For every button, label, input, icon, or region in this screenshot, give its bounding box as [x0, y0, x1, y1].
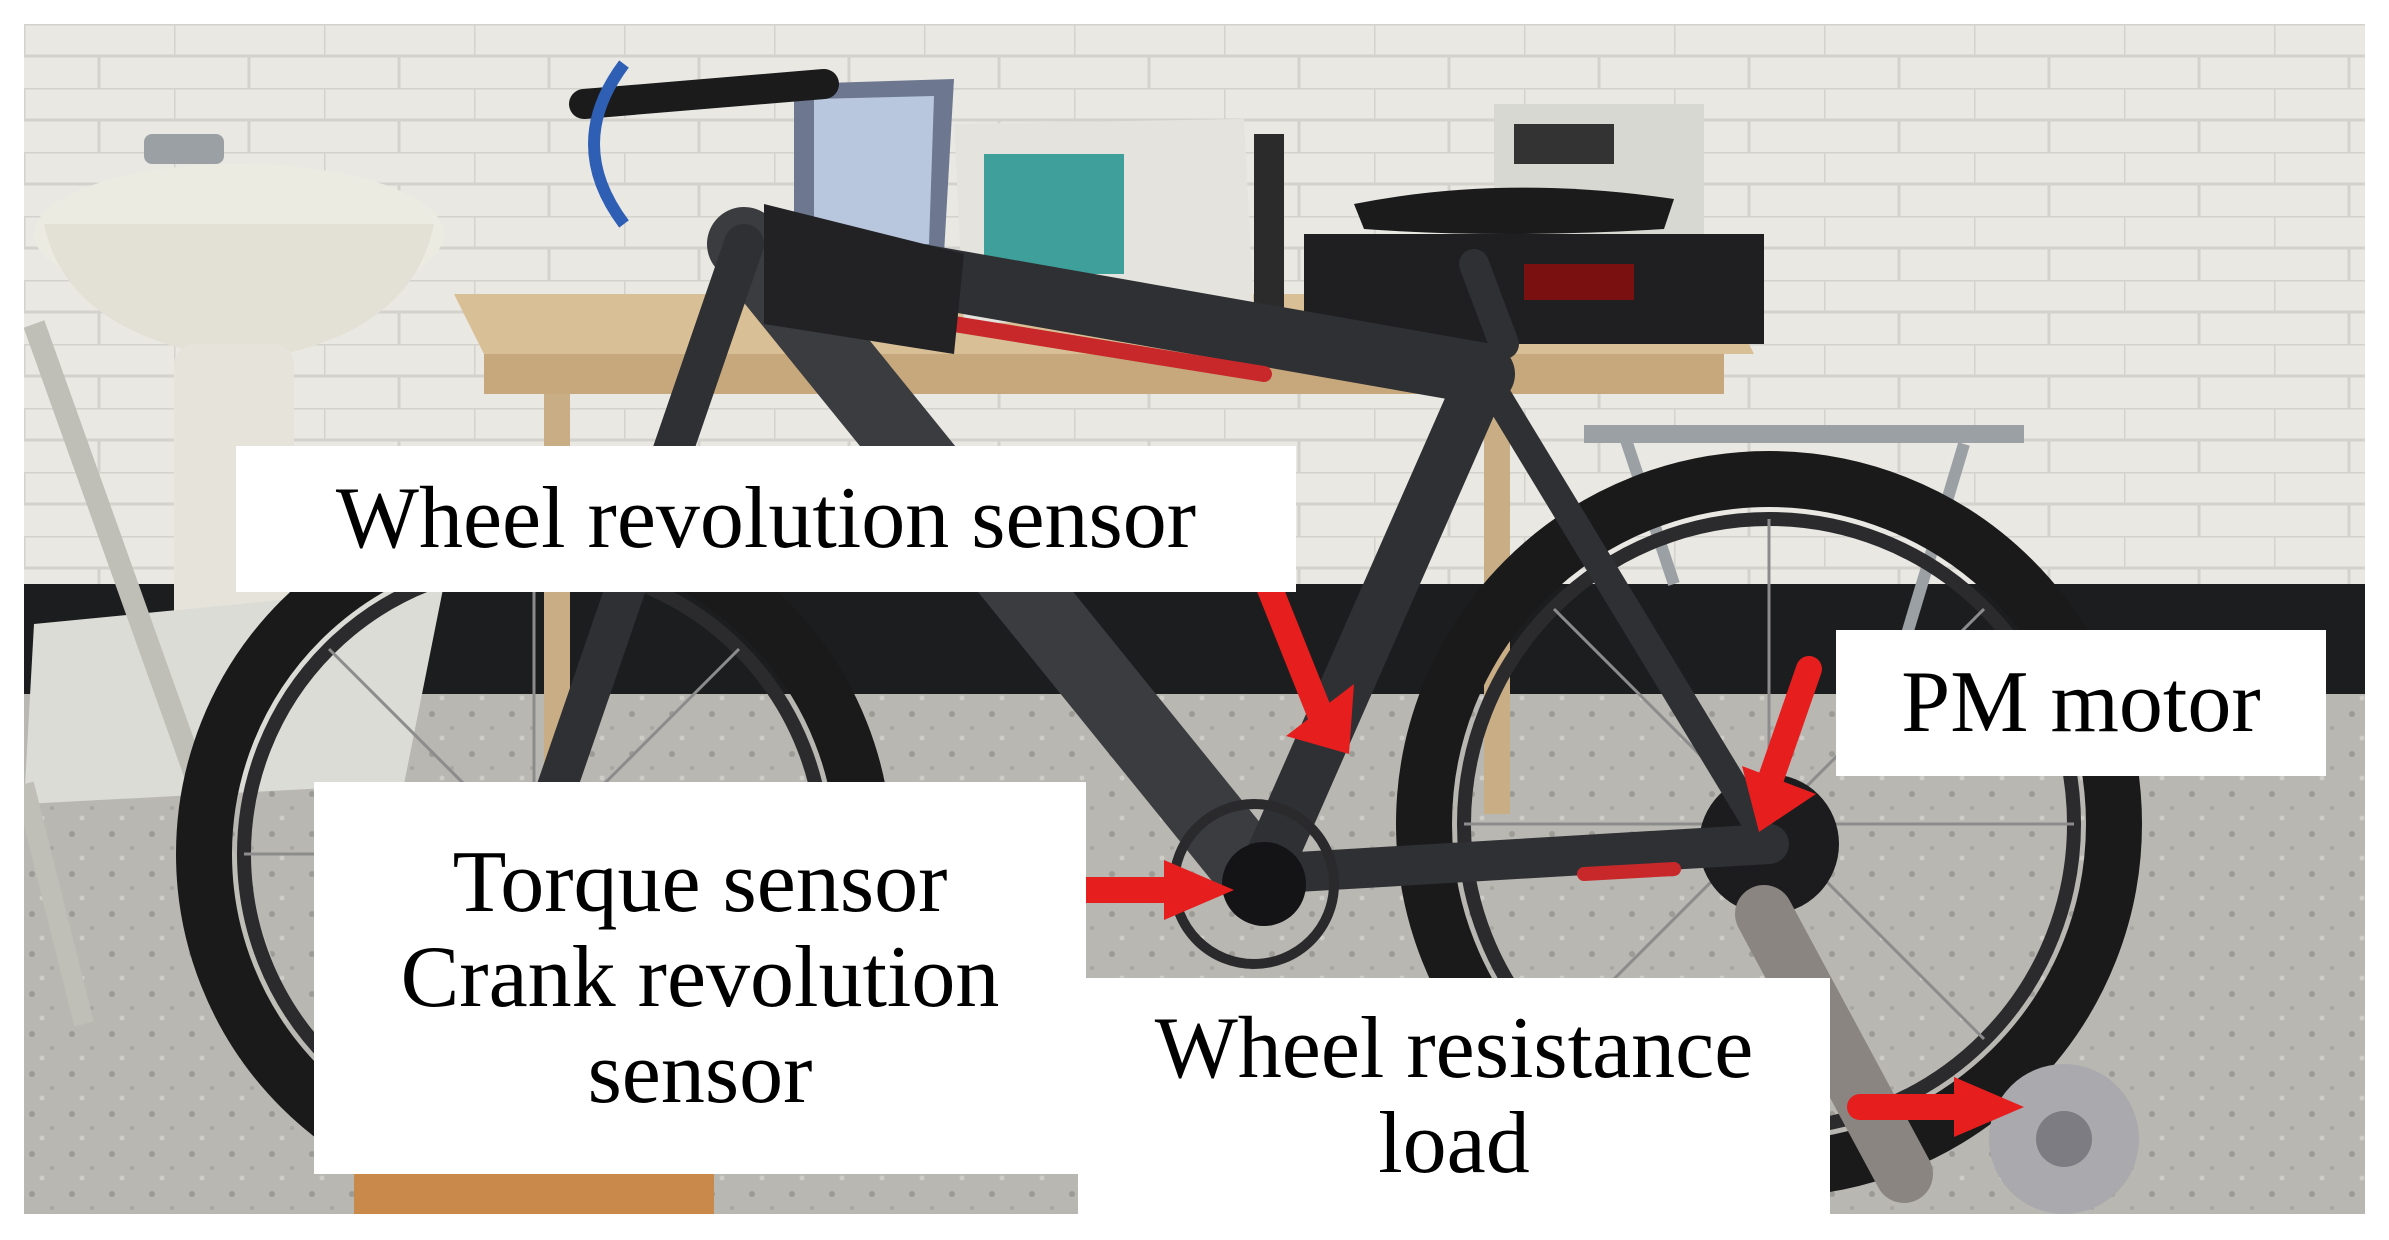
label-wheel-revolution-sensor: Wheel revolution sensor: [236, 446, 1296, 592]
frame-bag: [764, 204, 964, 354]
label-torque-sensor-text: Torque sensor: [452, 834, 948, 932]
arrow-wheel-resistance-load: [1847, 1077, 2024, 1137]
label-wheel-revolution-sensor-text: Wheel revolution sensor: [335, 470, 1197, 568]
crank-bottom-bracket: [1222, 842, 1306, 926]
arrow-pm-motor: [1742, 656, 1822, 832]
saddle: [1354, 187, 1674, 234]
label-wheel-resistance-load: Wheel resistance load: [1078, 978, 1830, 1214]
label-torque-crank-sensor: Torque sensor Crank revolution sensor: [314, 782, 1086, 1174]
arrow-wheel-revolution: [1251, 561, 1354, 754]
handlebar: [569, 60, 839, 228]
wooden-board: [354, 1169, 714, 1214]
photo-scene: Wheel revolution sensor PM motor Torque …: [24, 24, 2365, 1214]
label-pm-motor: PM motor: [1836, 630, 2326, 776]
laptop: [794, 79, 954, 264]
label-crank-revolution-line2: sensor: [587, 1024, 813, 1122]
ebike-test-bench-photo: [24, 24, 2365, 1214]
label-wheel-resistance-line1: Wheel resistance: [1154, 999, 1754, 1097]
label-crank-revolution-line1: Crank revolution: [400, 929, 1000, 1027]
resistance-trainer: [1735, 885, 2139, 1214]
label-wheel-resistance-line2: load: [1378, 1095, 1530, 1192]
label-pm-motor-text: PM motor: [1901, 654, 2261, 752]
